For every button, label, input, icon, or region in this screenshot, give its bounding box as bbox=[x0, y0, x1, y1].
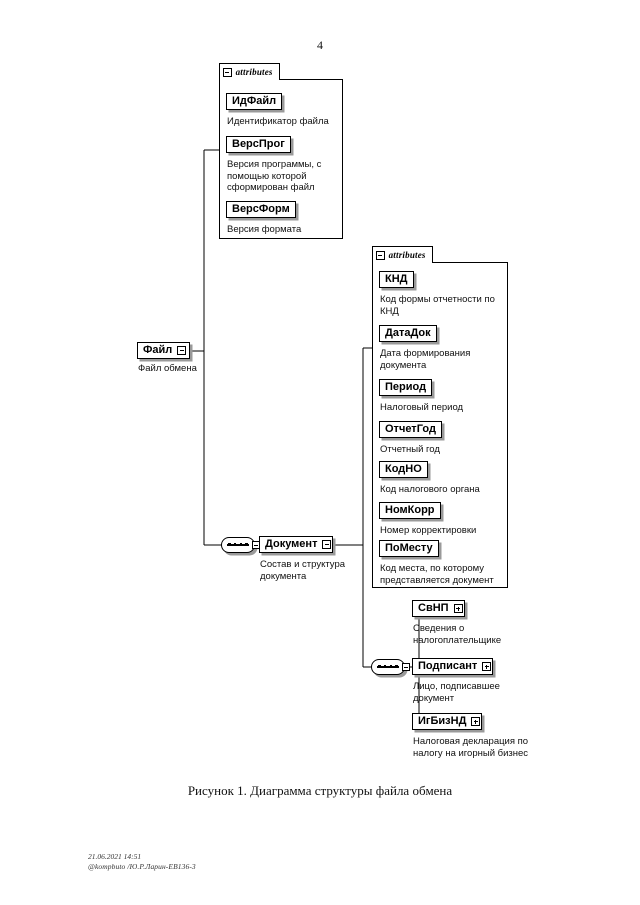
attr-pomestu-label: ПоМесту bbox=[385, 542, 433, 554]
plus-box-icon[interactable] bbox=[471, 717, 481, 726]
sequence-dots-icon bbox=[378, 664, 398, 669]
node-podpisant-description: Лицо, подписавшее документ bbox=[413, 681, 500, 704]
attr-period-label: Период bbox=[385, 381, 427, 393]
sequence-compositor-document[interactable] bbox=[221, 537, 255, 553]
node-fajl-label: Файл bbox=[143, 344, 173, 356]
attr-period-description: Налоговый период bbox=[380, 402, 464, 413]
node-svnp-label: СвНП bbox=[418, 602, 449, 614]
page-footer: 21.06.2021 14:51 @kompbuto /Ю.Р.Ларин-ЕВ… bbox=[88, 852, 196, 872]
node-podpisant-label: Подписант bbox=[418, 660, 478, 672]
attr-versprog-description: Версия программы, с помощью которой сфор… bbox=[227, 159, 322, 193]
node-igbiznd[interactable]: ИгБизНД bbox=[412, 713, 483, 730]
attr-otchetgod[interactable]: ОтчетГод bbox=[379, 421, 442, 438]
attributes-group-2-tab[interactable]: attributes bbox=[371, 246, 433, 263]
attr-datadok[interactable]: ДатаДок bbox=[379, 325, 437, 342]
attr-knd[interactable]: КНД bbox=[379, 271, 414, 288]
attr-versprog-label: ВерсПрог bbox=[232, 138, 285, 150]
node-svnp-description: Сведения о налогоплательщике bbox=[413, 623, 502, 646]
attr-otchetgod-description: Отчетный год bbox=[380, 444, 440, 455]
node-igbiznd-description: Налоговая декларация по налогу на игорны… bbox=[413, 736, 529, 759]
node-svnp[interactable]: СвНП bbox=[412, 600, 465, 617]
attr-pomestu-description: Код места, по которому представляется до… bbox=[380, 563, 494, 586]
attr-datadok-description: Дата формирования документа bbox=[380, 348, 471, 371]
attr-kodno[interactable]: КодНО bbox=[379, 461, 428, 478]
plus-box-icon[interactable] bbox=[453, 604, 463, 613]
node-igbiznd-label: ИгБизНД bbox=[418, 715, 467, 727]
attr-kodno-label: КодНО bbox=[385, 463, 422, 475]
minus-box-icon[interactable] bbox=[222, 67, 232, 77]
attr-versform-description: Версия формата bbox=[227, 224, 302, 235]
attr-kodno-description: Код налогового органа bbox=[380, 484, 480, 495]
plus-box-icon[interactable] bbox=[482, 662, 492, 671]
minus-box-icon[interactable] bbox=[322, 540, 332, 549]
sequence-compositor-children[interactable] bbox=[371, 659, 405, 675]
attr-nomkorr-description: Номер корректировки bbox=[380, 525, 477, 536]
xsd-structure-diagram: Файл Файл обмена attributes ИдФайл Идент… bbox=[137, 63, 529, 759]
node-dokument[interactable]: Документ bbox=[259, 536, 334, 553]
page-number: 4 bbox=[317, 38, 323, 52]
attr-nomkorr[interactable]: НомКорр bbox=[379, 502, 441, 519]
attr-versform-label: ВерсФорм bbox=[232, 203, 290, 215]
attributes-group-1-tab-label: attributes bbox=[235, 67, 273, 77]
sequence-plug-icon bbox=[402, 663, 410, 671]
node-fajl[interactable]: Файл bbox=[137, 342, 191, 359]
footer-signature: @kompbuto /Ю.Р.Ларин-ЕВ136-3 bbox=[88, 862, 196, 871]
attr-idfajl[interactable]: ИдФайл bbox=[226, 93, 283, 110]
attr-otchetgod-label: ОтчетГод bbox=[385, 423, 436, 435]
footer-timestamp: 21.06.2021 14:51 bbox=[88, 852, 142, 861]
attributes-group-1-tab[interactable]: attributes bbox=[218, 63, 280, 80]
minus-box-icon[interactable] bbox=[375, 250, 385, 260]
attr-nomkorr-label: НомКорр bbox=[385, 504, 435, 516]
node-dokument-label: Документ bbox=[265, 538, 318, 550]
attr-versprog[interactable]: ВерсПрог bbox=[226, 136, 291, 153]
node-fajl-description: Файл обмена bbox=[138, 363, 197, 374]
attr-knd-description: Код формы отчетности по КНД bbox=[380, 294, 495, 317]
sequence-dots-icon bbox=[228, 542, 248, 547]
attr-idfajl-description: Идентификатор файла bbox=[227, 116, 329, 127]
attr-idfajl-label: ИдФайл bbox=[232, 95, 277, 107]
attributes-group-2-tab-label: attributes bbox=[388, 250, 426, 260]
attr-knd-label: КНД bbox=[385, 273, 408, 285]
attr-period[interactable]: Период bbox=[379, 379, 433, 396]
attr-pomestu[interactable]: ПоМесту bbox=[379, 540, 439, 557]
node-podpisant[interactable]: Подписант bbox=[412, 658, 494, 675]
figure-caption: Рисунок 1. Диаграмма структуры файла обм… bbox=[187, 783, 453, 798]
attr-datadok-label: ДатаДок bbox=[385, 327, 431, 339]
minus-box-icon[interactable] bbox=[177, 346, 187, 355]
attr-versform[interactable]: ВерсФорм bbox=[226, 201, 296, 218]
node-dokument-description: Состав и структура документа bbox=[260, 559, 346, 582]
